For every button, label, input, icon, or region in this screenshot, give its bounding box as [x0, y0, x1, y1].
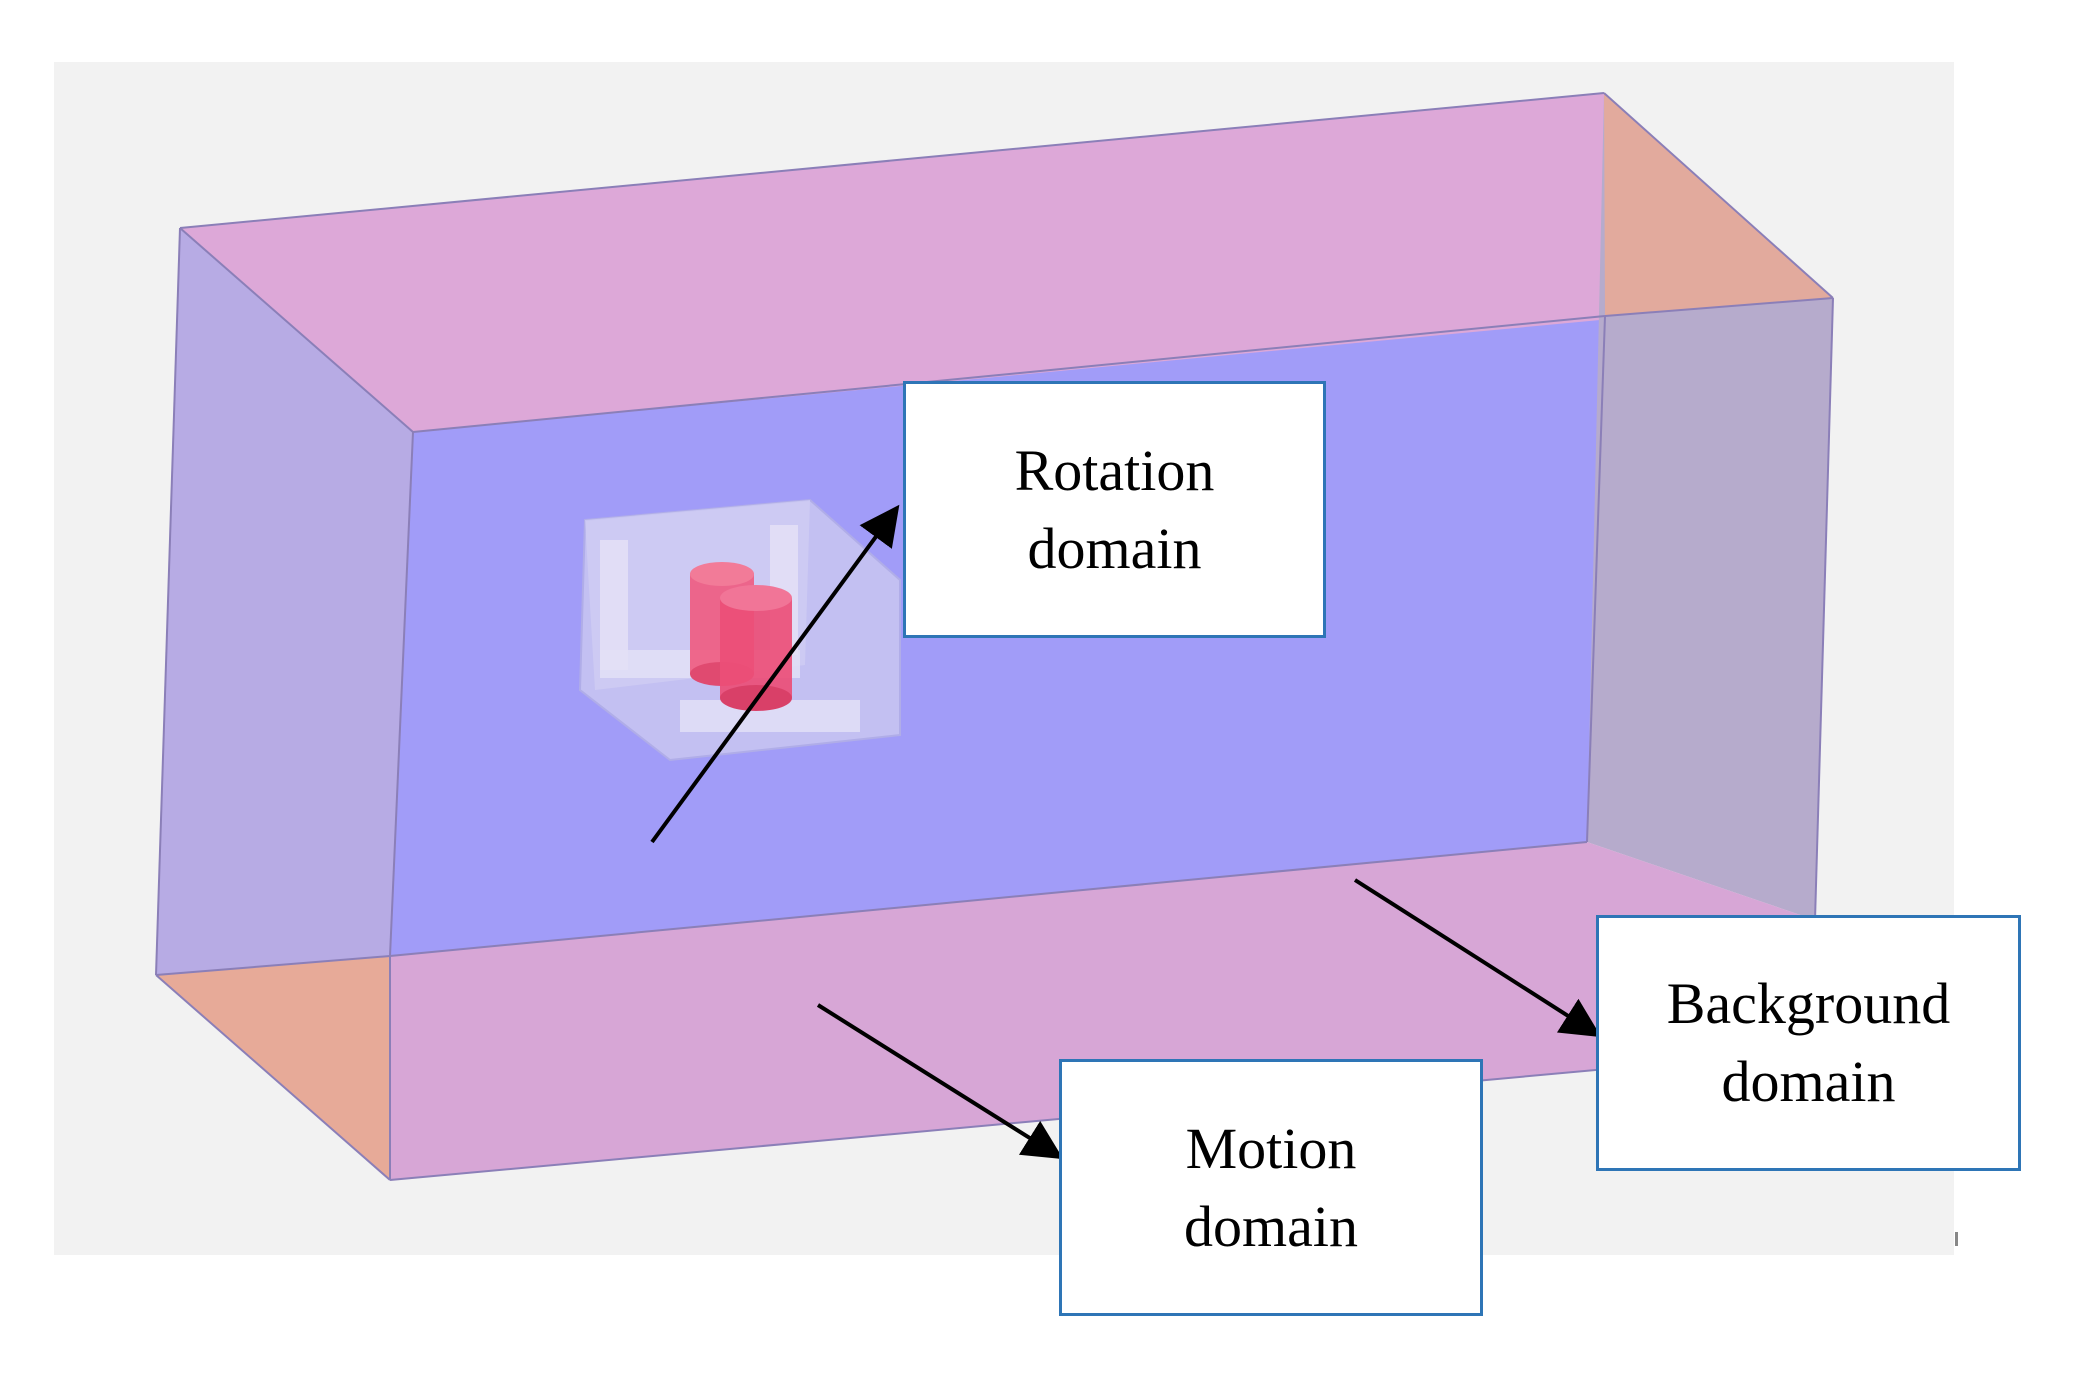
background-label-line-1: Background — [1666, 971, 1951, 1036]
background-arrow — [1353, 878, 1602, 1038]
bottom-face — [156, 842, 1815, 1180]
motion-label-line-2: domain — [1184, 1193, 1358, 1259]
top-face — [180, 93, 1833, 432]
rotation-assembly — [578, 498, 901, 762]
bottom-left-corner — [156, 956, 390, 1180]
rotation-arrow — [650, 504, 900, 844]
left-face — [156, 228, 413, 975]
background-domain-label: Background domain — [1596, 915, 2021, 1171]
motion-label-line-1: Motion — [1185, 1115, 1357, 1181]
cylinder-2 — [720, 585, 792, 711]
edge-mark — [1955, 1232, 1958, 1246]
rotation-label-line-1: Rotation — [1014, 437, 1215, 503]
right-top-corner — [1604, 93, 1833, 316]
rotation-label-line-2: domain — [1027, 515, 1202, 581]
motion-arrow — [816, 1003, 1064, 1160]
inner-frame-left — [600, 540, 628, 670]
rotation-domain-label: Rotation domain — [903, 381, 1326, 638]
motion-domain-label: Motion domain — [1059, 1059, 1483, 1316]
background-label-line-2: domain — [1721, 1049, 1896, 1114]
